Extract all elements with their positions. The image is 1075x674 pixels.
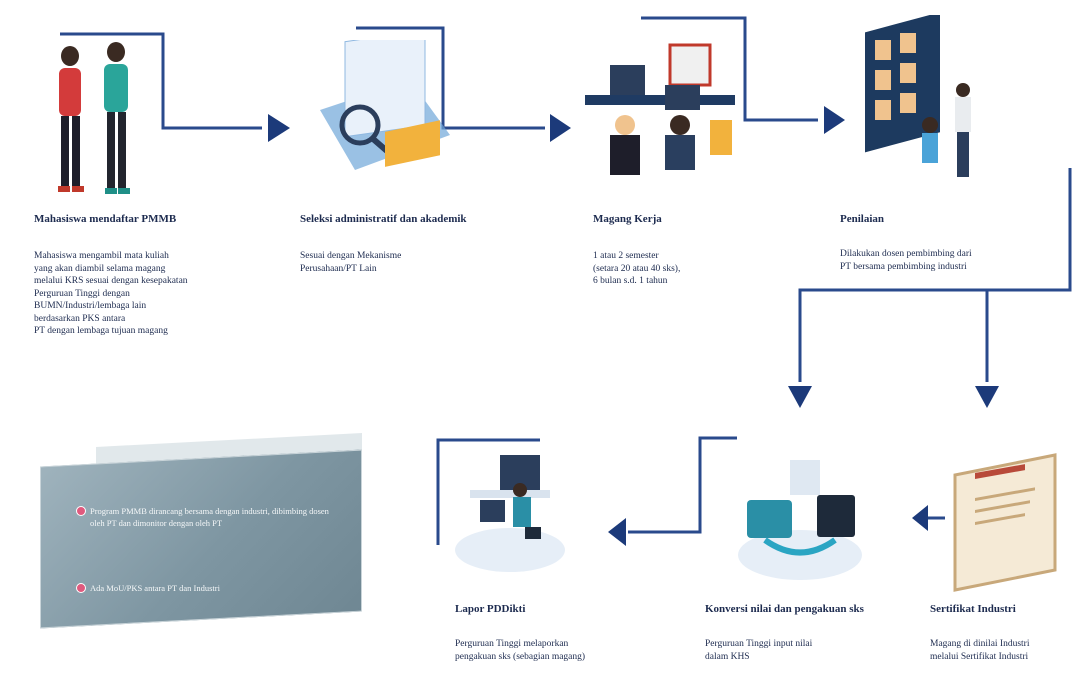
step-title-seleksi: Seleksi administratif dan akademik	[300, 213, 467, 225]
desc-line: melalui KRS sesuai dengan kesepakatan	[34, 276, 188, 286]
desc-line: pengakuan sks (sebagian magang)	[455, 651, 586, 662]
desc-line: 6 bulan s.d. 1 tahun	[593, 276, 668, 286]
note-item-2: Ada MoU/PKS antara PT dan Industri	[76, 582, 340, 594]
desc-line: Perguruan Tinggi dengan	[34, 288, 130, 299]
step-desc-penilaian: Dilakukan dosen pembimbing dari PT bersa…	[840, 248, 972, 273]
connector-4-down	[798, 168, 1072, 382]
selection-illustration	[320, 40, 450, 170]
note-panel	[40, 449, 362, 629]
arrow-left-icon	[912, 505, 928, 531]
desc-line: Dilakukan dosen pembimbing dari	[840, 249, 972, 259]
connector-lapor-frame	[436, 438, 540, 545]
connector-3-4	[641, 16, 818, 122]
desc-line: 1 atau 2 semester	[593, 251, 659, 261]
arrow-down-icon	[975, 386, 999, 408]
desc-line: PT dengan lembaga tujuan magang	[34, 326, 168, 336]
desc-line: berdasarkan PKS antara	[34, 313, 126, 324]
step-title-daftar: Mahasiswa mendaftar PMMB	[34, 213, 177, 225]
desc-line: Magang di dinilai Industri	[930, 639, 1030, 649]
arrow-right-icon	[268, 114, 290, 142]
connector-konversi-lapor	[628, 436, 737, 534]
desc-line: BUMN/Industri/lembaga lain	[34, 301, 147, 311]
desc-line: melalui Sertifikat Industri	[930, 651, 1029, 662]
arrow-right-icon	[824, 106, 845, 134]
arrow-right-icon	[550, 114, 571, 142]
desc-line: Perguruan Tinggi melaporkan	[455, 639, 569, 649]
note-item-1: Program PMMB dirancang bersama dengan in…	[76, 505, 340, 529]
arrow-left-icon	[608, 518, 626, 546]
evaluation-illustration	[865, 15, 971, 177]
reporting-illustration	[455, 455, 565, 572]
step-title-penilaian: Penilaian	[840, 213, 885, 225]
desc-line: Perusahaan/PT Lain	[300, 263, 377, 274]
desc-line: Sesuai dengan Mekanisme	[300, 251, 402, 261]
students-illustration	[58, 42, 130, 194]
note-text: Program PMMB dirancang bersama dengan in…	[90, 506, 329, 528]
desc-line: Perguruan Tinggi input nilai	[705, 639, 813, 649]
office-work-illustration	[585, 43, 735, 175]
desc-line: PT bersama pembimbing industri	[840, 261, 967, 272]
certificate-illustration	[953, 453, 1057, 592]
connector-2-3	[356, 26, 545, 130]
step-title-magang: Magang Kerja	[593, 213, 662, 225]
desc-line: Mahasiswa mengambil mata kuliah	[34, 251, 169, 261]
step-title-konversi: Konversi nilai dan pengakuan sks	[705, 603, 864, 615]
step-desc-daftar: Mahasiswa mengambil mata kuliah yang aka…	[34, 250, 188, 338]
step-title-lapor: Lapor PDDikti	[455, 603, 526, 615]
desc-line: (setara 20 atau 40 sks),	[593, 263, 681, 274]
arrow-down-icon	[788, 386, 812, 408]
step-title-sertifikat: Sertifikat Industri	[930, 603, 1016, 615]
desc-line: dalam KHS	[705, 651, 750, 662]
step-desc-sertifikat: Magang di dinilai Industri melalui Serti…	[930, 638, 1029, 663]
step-desc-konversi: Perguruan Tinggi input nilai dalam KHS	[705, 638, 812, 663]
step-desc-lapor: Perguruan Tinggi melaporkan pengakuan sk…	[455, 638, 585, 663]
connector-1-2	[60, 32, 262, 130]
note-text: Ada MoU/PKS antara PT dan Industri	[90, 583, 220, 593]
bullet-icon	[76, 506, 86, 516]
bullet-icon	[76, 583, 86, 593]
desc-line: yang akan diambil selama magang	[34, 263, 166, 274]
grade-conversion-illustration	[738, 460, 862, 580]
step-desc-seleksi: Sesuai dengan Mekanisme Perusahaan/PT La…	[300, 250, 401, 275]
step-desc-magang: 1 atau 2 semester (setara 20 atau 40 sks…	[593, 250, 680, 288]
